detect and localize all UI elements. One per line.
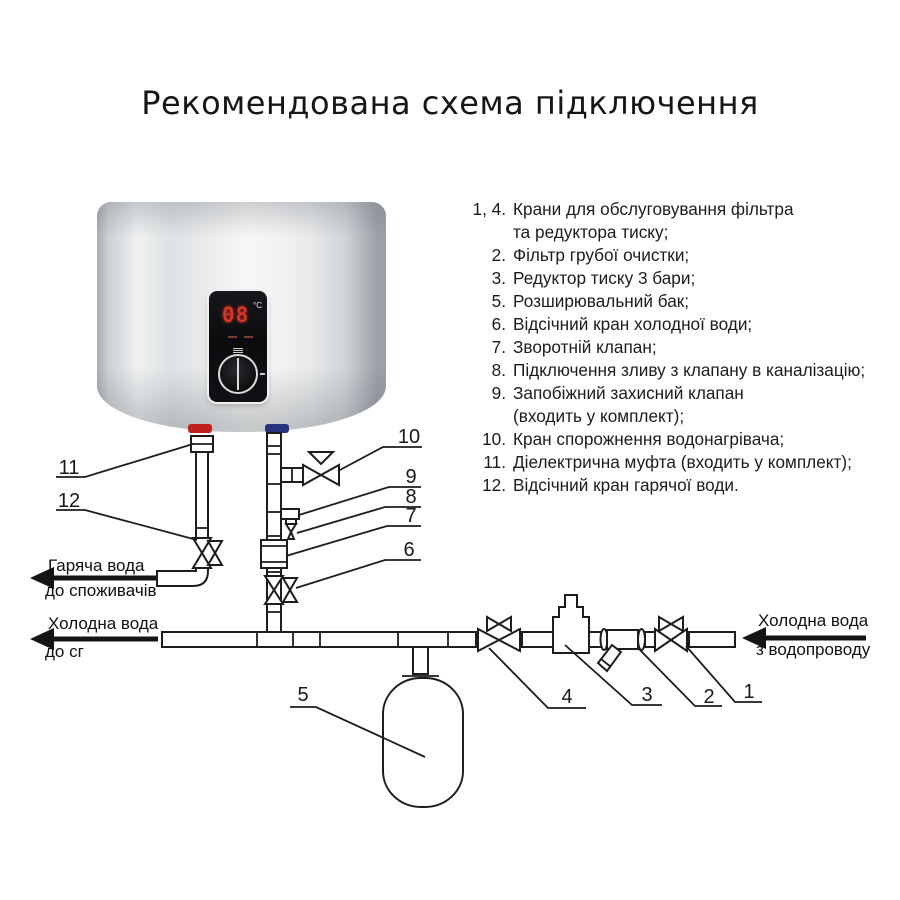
legend-item: 11. Діелектрична муфта (входить у компле… <box>483 452 852 472</box>
legend-item: 3. Редуктор тиску 3 бари; <box>491 268 696 288</box>
hot-out-arrow <box>30 567 156 589</box>
cold-in-label-line2: з водопроводу <box>756 640 871 659</box>
dielectric-coupling-11 <box>190 435 214 453</box>
callout-6: 6 <box>403 539 415 561</box>
cold-in-label-line1: Холодна вода <box>758 611 869 630</box>
hot-outlet-marker <box>188 424 212 433</box>
page-title: Рекомендована схема підключення <box>141 84 759 122</box>
hot-out-label-line1: Гаряча вода <box>48 556 145 575</box>
cold-in-arrow <box>742 627 866 649</box>
knob-menu-mark <box>233 348 243 354</box>
callout-8: 8 <box>405 486 417 508</box>
hot-out-label-line2: до споживачів <box>45 581 157 600</box>
legend-item: 12. Відсічний кран гарячої води. <box>482 475 739 495</box>
legend-item: 6. Відсічний кран холодної води; <box>491 314 753 334</box>
coarse-filter-2 <box>596 628 646 673</box>
temperature-display: 08 <box>222 303 250 327</box>
pressure-reducer-3 <box>552 594 590 654</box>
service-valve-1 <box>654 615 688 653</box>
drain-valve-10 <box>280 451 340 487</box>
legend-item: 10. Кран спорожнення водонагрівача; <box>482 429 785 449</box>
hot-elbow-pipe <box>156 567 209 587</box>
legend-item: 8. Підключення зливу з клапану в каналіз… <box>491 360 866 380</box>
cold-out-label-line1: Холодна вода <box>48 614 159 633</box>
knob-tick <box>260 373 265 375</box>
callout-7: 7 <box>405 505 417 527</box>
legend-item: 9. Запобіжний захисний клапан(входить у … <box>491 383 744 426</box>
cold-main-pipe <box>161 631 736 648</box>
callout-4: 4 <box>561 686 573 708</box>
hot-shutoff-valve-12 <box>191 537 224 569</box>
display-indicator-dashes <box>228 336 253 338</box>
callout-9: 9 <box>405 466 417 488</box>
callout-12: 12 <box>57 490 81 512</box>
heater-control-panel: 08 °C <box>209 291 267 402</box>
callout-5: 5 <box>297 684 309 706</box>
callout-10: 10 <box>397 426 421 448</box>
safety-valve-9 <box>280 508 300 540</box>
hot-pipe <box>195 451 209 539</box>
cold-inlet-marker <box>265 424 289 433</box>
cold-shutoff-valve-6 <box>263 575 299 605</box>
temperature-knob <box>218 354 258 394</box>
callout-2: 2 <box>703 686 715 708</box>
legend-item: 2. Фільтр грубої очистки; <box>491 245 690 265</box>
callout-3: 3 <box>641 684 653 706</box>
cold-out-label-line2: до сг <box>45 642 84 661</box>
check-valve-7 <box>260 539 288 569</box>
temperature-unit: °C <box>253 301 262 310</box>
expansion-tank-5 <box>382 646 464 808</box>
callout-1: 1 <box>743 681 755 703</box>
legend-item: 7. Зворотній клапан; <box>491 337 657 357</box>
cold-out-arrow <box>30 628 158 650</box>
service-valve-4 <box>477 615 521 653</box>
legend-item: 5. Розширювальний бак; <box>491 291 690 311</box>
callout-leaders <box>56 443 762 758</box>
callout-11: 11 <box>58 457 80 479</box>
